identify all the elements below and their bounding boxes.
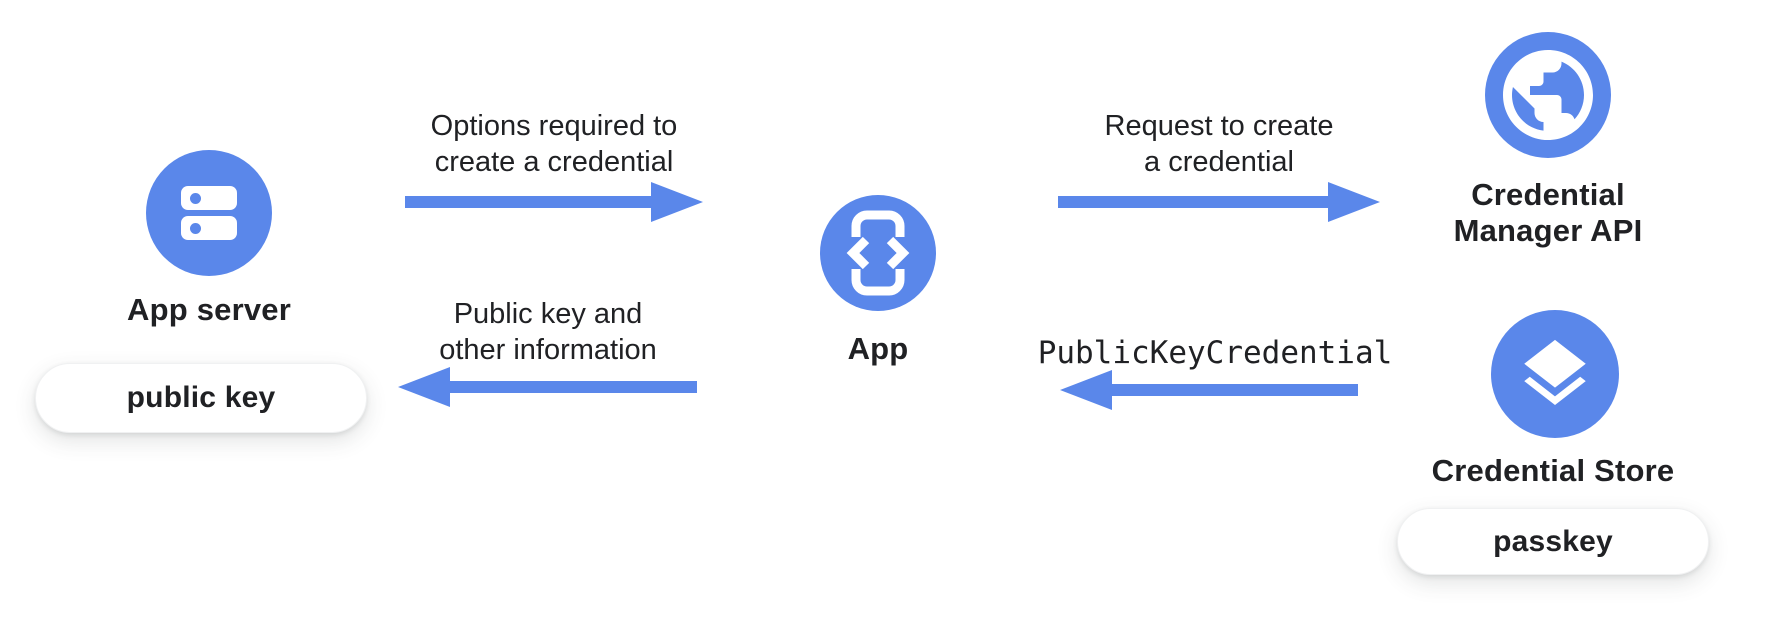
arrow-label-options-line2: create a credential <box>434 146 674 178</box>
passkey-pill: passkey <box>1397 508 1709 575</box>
arrow-head-right-icon <box>1328 182 1380 222</box>
arrow-head-left-icon <box>398 367 450 407</box>
arrow-label-request-line2: a credential <box>1144 146 1294 178</box>
arrow-label-request-line1: Request to create <box>1104 110 1334 142</box>
node-label-app-server: App server <box>127 292 291 327</box>
public-key-pill: public key <box>35 363 367 433</box>
layers-icon <box>1491 310 1619 438</box>
server-led-dot <box>190 222 201 234</box>
server-icon <box>146 150 272 276</box>
arrow-public-key-info-left <box>398 367 697 407</box>
arrow-label-request: Request to create a credential <box>1019 108 1419 180</box>
passkey-pill-label: passkey <box>1493 524 1613 558</box>
server-rack-row <box>181 216 237 240</box>
arrow-label-options: Options required to create a credential <box>354 108 754 180</box>
arrow-shaft <box>405 196 651 208</box>
node-label-credential-store: Credential Store <box>1431 453 1675 488</box>
public-key-pill-label: public key <box>126 381 276 414</box>
server-led-dot <box>190 192 201 204</box>
arrow-label-public-key-info-line1: Public key and <box>453 298 643 330</box>
arrow-label-public-key-info-line2: other information <box>439 334 657 366</box>
arrow-publickeycredential-left <box>1060 370 1358 410</box>
credential-manager-line1: Credential <box>1471 177 1625 212</box>
globe-glyph <box>1503 50 1593 140</box>
arrow-shaft <box>450 381 697 393</box>
arrow-label-options-line1: Options required to <box>430 110 678 142</box>
server-rack-row <box>181 186 237 210</box>
arrow-head-right-icon <box>651 182 703 222</box>
node-label-credential-manager: Credential Manager API <box>1398 177 1698 249</box>
phone-code-glyph <box>846 210 910 296</box>
arrow-head-left-icon <box>1060 370 1112 410</box>
phone-code-icon <box>820 195 936 311</box>
arrow-shaft <box>1112 384 1358 396</box>
arrow-shaft <box>1058 196 1328 208</box>
node-label-app: App <box>847 331 909 366</box>
layers-glyph <box>1524 339 1586 405</box>
arrow-request-right <box>1058 182 1380 222</box>
arrow-label-public-key-info: Public key and other information <box>348 296 748 368</box>
arrow-options-right <box>405 182 703 222</box>
globe-icon <box>1485 32 1611 158</box>
arrow-label-publickeycredential: PublicKeyCredential <box>1037 335 1393 371</box>
credential-manager-line2: Manager API <box>1453 213 1643 248</box>
